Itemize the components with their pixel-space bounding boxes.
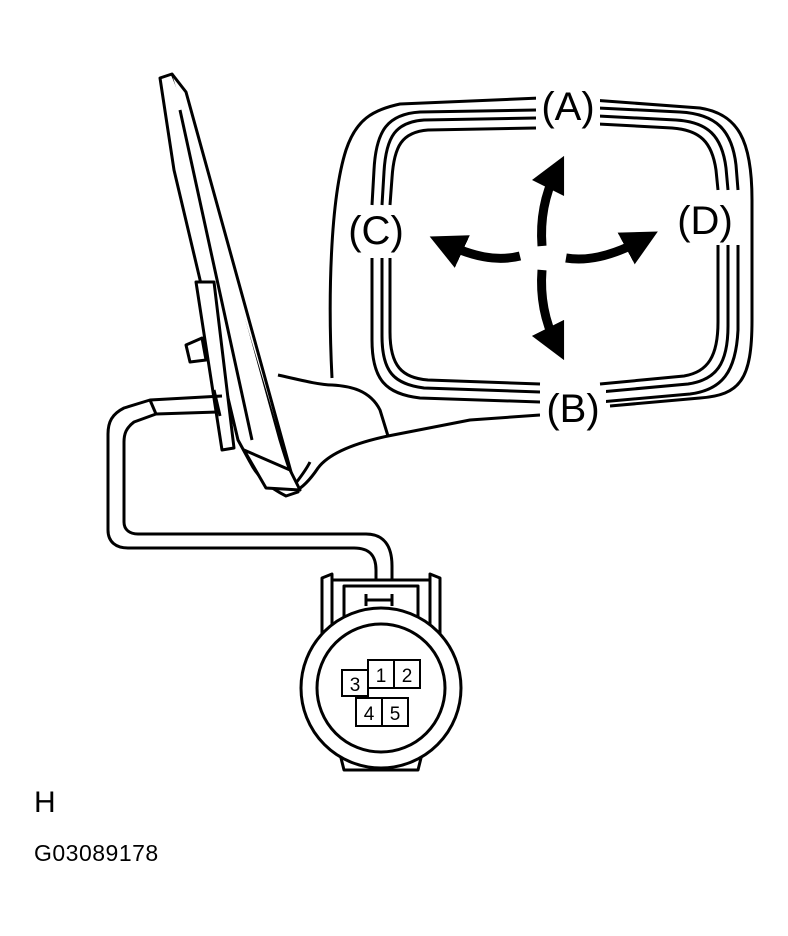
arrow-down-icon — [531, 269, 565, 361]
pin-3-cell — [341, 669, 369, 697]
pin-label-1: 1 — [376, 666, 387, 687]
label-a: (A) — [541, 85, 594, 129]
pin-label-4: 4 — [364, 704, 375, 725]
label-d: (D) — [677, 199, 733, 243]
pin-5-cell — [381, 697, 409, 727]
pin-2-cell — [393, 659, 421, 689]
label-b: (B) — [546, 387, 599, 431]
direction-labels: (A) (B) (C) (D) — [346, 84, 736, 431]
arrow-left-icon — [429, 235, 522, 268]
mirror-housing — [277, 96, 754, 494]
pin-label-3: 3 — [350, 675, 361, 696]
connector — [299, 572, 463, 772]
adjustment-arrows — [429, 155, 658, 361]
pin-1-cell — [367, 659, 395, 689]
mirror-base-plate — [158, 72, 302, 498]
arrow-right-icon — [565, 231, 658, 265]
label-c: (C) — [348, 209, 404, 253]
pin-4-cell — [355, 697, 383, 727]
mirror-glass — [370, 106, 740, 404]
pin-label-5: 5 — [390, 704, 401, 725]
connector-pin-grid: 1 2 3 4 5 — [341, 659, 421, 727]
wiring-harness — [106, 389, 394, 582]
figure-code: G03089178 — [34, 840, 159, 866]
pin-label-2: 2 — [402, 666, 413, 687]
view-letter: H — [34, 786, 56, 819]
arrow-up-icon — [531, 155, 565, 247]
